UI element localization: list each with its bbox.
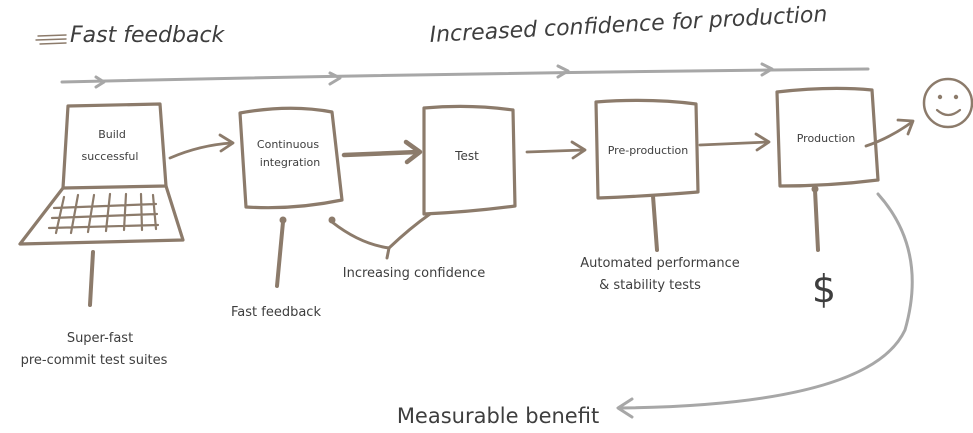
- dollar-connector: [813, 188, 820, 252]
- production-stage-box: [775, 86, 880, 188]
- precommit-label-line1: Super-fast: [67, 331, 133, 346]
- measurable-benefit-label: Measurable benefit: [397, 404, 599, 428]
- fast-feedback-annotation: Fast feedback: [231, 305, 321, 320]
- fast-feedback-title: Fast feedback: [70, 23, 226, 48]
- increasing-confidence-bracket: [328, 212, 432, 260]
- test-stage-box: [422, 104, 517, 216]
- ci-label-line1: Continuous: [257, 138, 319, 151]
- speed-lines-icon: [35, 34, 67, 45]
- dollar-icon: $: [812, 267, 836, 311]
- production-label: Production: [797, 132, 856, 145]
- ci-stage-box: [238, 106, 344, 210]
- smiley-icon: [922, 77, 973, 129]
- increasing-confidence-label: Increasing confidence: [343, 266, 485, 281]
- confidence-timeline-arrow: [60, 62, 870, 89]
- precommit-connector: [88, 250, 95, 307]
- preprod-stage-box: [594, 98, 700, 200]
- measurable-benefit-arrow: [616, 192, 914, 419]
- automated-label-line1: Automated performance: [580, 256, 740, 271]
- flow-arrow-preprod-to-prod: [698, 132, 771, 152]
- flow-arrow-ci-to-test: [341, 139, 423, 165]
- flow-arrow-prod-to-smiley: [864, 118, 915, 148]
- fast-feedback-header: Fast feedback: [35, 23, 226, 48]
- flow-arrow-build-to-ci: [168, 133, 235, 160]
- ci-label-line2: integration: [260, 156, 320, 169]
- test-label: Test: [454, 149, 479, 163]
- automated-tests-connector: [651, 194, 659, 252]
- preprod-label: Pre-production: [608, 144, 689, 157]
- automated-label-line2: & stability tests: [599, 278, 701, 293]
- laptop-icon: [18, 102, 185, 246]
- flow-arrow-test-to-preprod: [525, 140, 587, 160]
- increased-confidence-title: Increased confidence for production: [429, 2, 828, 48]
- build-label-line1: Build: [98, 128, 126, 141]
- build-label-line2: successful: [82, 150, 139, 163]
- fast-feedback-connector: [275, 220, 285, 288]
- precommit-label-line2: pre-commit test suites: [21, 353, 168, 368]
